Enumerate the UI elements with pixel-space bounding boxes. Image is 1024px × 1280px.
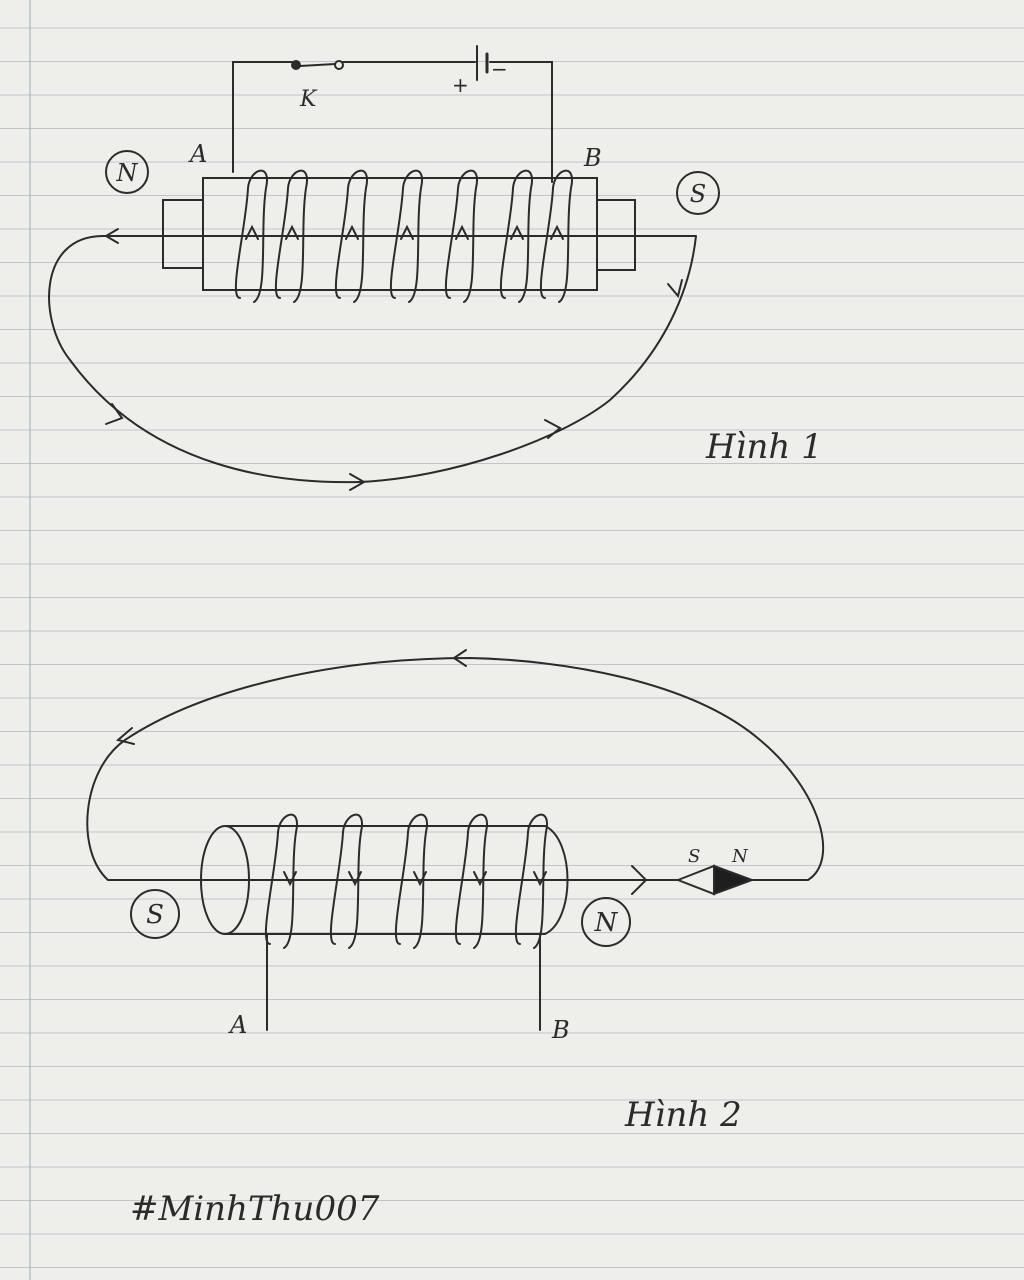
ruled-lines: [0, 27, 1024, 1268]
battery: [476, 45, 489, 81]
battery-plus-label: +: [452, 73, 469, 97]
field-line: [86, 656, 824, 881]
pole-n-label: N: [116, 159, 139, 187]
circuit-wires: [232, 61, 553, 183]
lead-b-label: B: [551, 1016, 570, 1044]
field-line: [48, 235, 697, 484]
coil-turn: [454, 813, 489, 949]
figure-2: [86, 649, 824, 1031]
field-arrow: [105, 403, 124, 425]
field-arrow: [115, 727, 135, 745]
field-arrow: [544, 419, 562, 439]
coil-current-arrow: [283, 871, 297, 887]
pole-circle-n: [581, 897, 631, 947]
figure-1-caption: Hình 1: [705, 427, 823, 467]
core-left-end: [162, 199, 204, 269]
pole-circle-s: [676, 171, 720, 215]
coil-turn: [514, 813, 549, 949]
field-arrow: [667, 279, 683, 299]
field-arrow: [104, 228, 119, 244]
pole-circle-s: [130, 889, 180, 939]
needle-north-half: [713, 864, 755, 896]
switch-k: [291, 60, 344, 70]
needle-n-label: N: [731, 846, 749, 867]
pole-s-label: S: [690, 180, 706, 208]
coil-current-arrow: [413, 871, 427, 887]
coil-turn: [234, 169, 269, 303]
coil-current-arrow: [533, 871, 547, 887]
coil-current-arrow: [348, 871, 362, 887]
signature-text: #MinhThu007: [130, 1189, 380, 1229]
field-arrow: [349, 473, 367, 491]
coil-turn: [329, 813, 364, 949]
battery-minus-label: −: [491, 57, 508, 81]
pole-n-label: N: [594, 908, 619, 938]
compass-needle: [675, 864, 755, 896]
figure-1: [48, 45, 720, 491]
coil-turn: [389, 169, 424, 303]
coil-turn: [334, 169, 369, 303]
lead-a-label: A: [228, 1011, 247, 1039]
coil-turn: [539, 169, 574, 303]
pole-s-label: S: [146, 900, 164, 930]
pole-circle-n: [105, 150, 149, 194]
field-arrow: [452, 649, 467, 667]
coil-turn: [394, 813, 429, 949]
coil-turn: [274, 169, 309, 303]
end-b-label: B: [583, 144, 602, 172]
switch-label: K: [299, 87, 318, 112]
coil-turn: [499, 169, 534, 303]
end-a-label: A: [188, 140, 207, 168]
coil-current-arrow: [473, 871, 487, 887]
figure-2-caption: Hình 2: [624, 1095, 742, 1135]
coil-turn: [444, 169, 479, 303]
needle-s-label: S: [688, 846, 700, 867]
coil-turns: [264, 813, 549, 949]
coil-turn: [264, 813, 299, 949]
field-arrow: [631, 865, 648, 895]
